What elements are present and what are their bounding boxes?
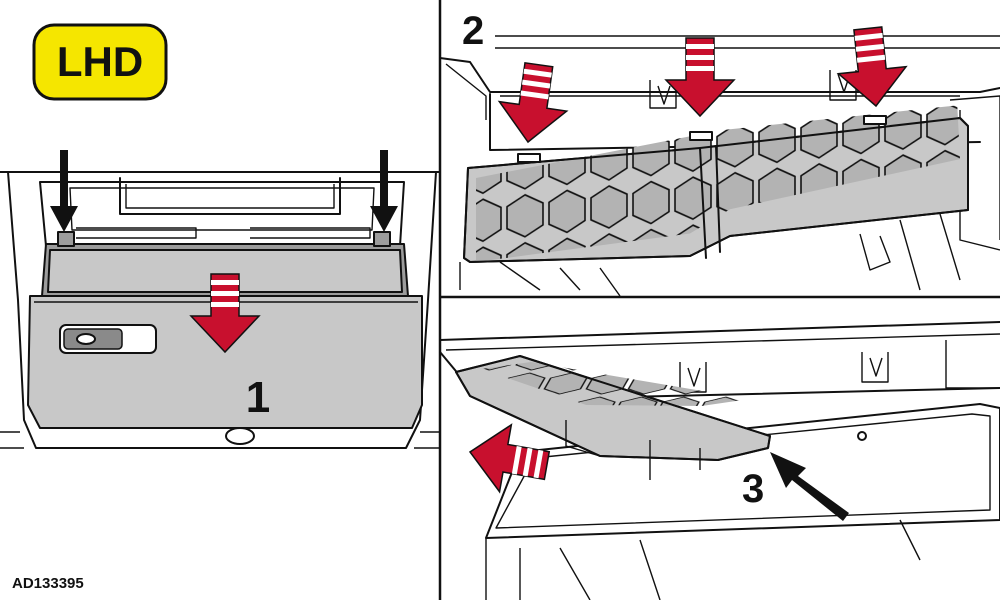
lhd-label: LHD [57,38,143,85]
black-arrow-icon [770,452,849,521]
step-3-label: 3 [742,467,764,511]
panel-filter-cover-clips [439,24,1000,297]
step-1-label: 1 [246,373,270,422]
panel-glovebox [0,150,441,449]
figure-code: AD133395 [12,575,84,592]
down-arrow-icon [50,150,78,232]
lhd-badge: LHD [32,23,168,101]
step-2-label: 2 [462,9,484,53]
red-striped-arrow-icon [493,59,574,148]
red-striped-arrow-icon [833,24,911,111]
red-striped-arrow-icon [463,417,554,500]
panel-filter-removal [439,321,1000,600]
